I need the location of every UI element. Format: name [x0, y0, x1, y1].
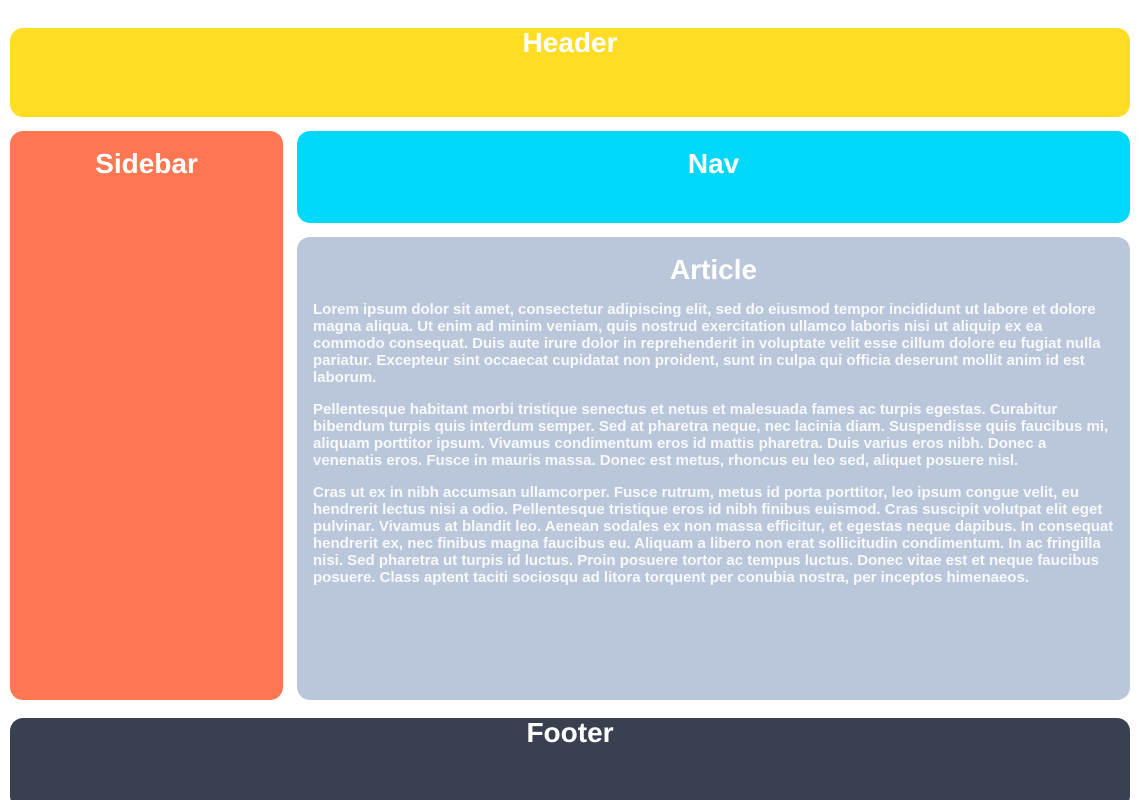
- sidebar-title: Sidebar: [95, 148, 198, 179]
- header-section: Header: [10, 27, 1130, 117]
- article-section: Article Lorem ipsum dolor sit amet, cons…: [297, 237, 1130, 700]
- footer-section: Footer: [10, 717, 1130, 800]
- article-paragraph: Lorem ipsum dolor sit amet, consectetur …: [313, 300, 1101, 386]
- main-column: Nav Article Lorem ipsum dolor sit amet, …: [297, 131, 1130, 700]
- header-title: Header: [522, 27, 618, 58]
- middle-row: Sidebar Nav Article Lorem ipsum dolor si…: [10, 131, 1130, 700]
- article-paragraph: Pellentesque habitant morbi tristique se…: [313, 400, 1109, 469]
- nav-section: Nav: [297, 131, 1130, 223]
- nav-title: Nav: [687, 148, 740, 179]
- sidebar-section: Sidebar: [10, 131, 283, 700]
- article-body: Lorem ipsum dolor sit amet, consectetur …: [297, 301, 1130, 586]
- article-title: Article: [669, 254, 758, 285]
- footer-title: Footer: [526, 717, 614, 748]
- article-paragraph: Cras ut ex in nibh accumsan ullamcorper.…: [313, 483, 1114, 586]
